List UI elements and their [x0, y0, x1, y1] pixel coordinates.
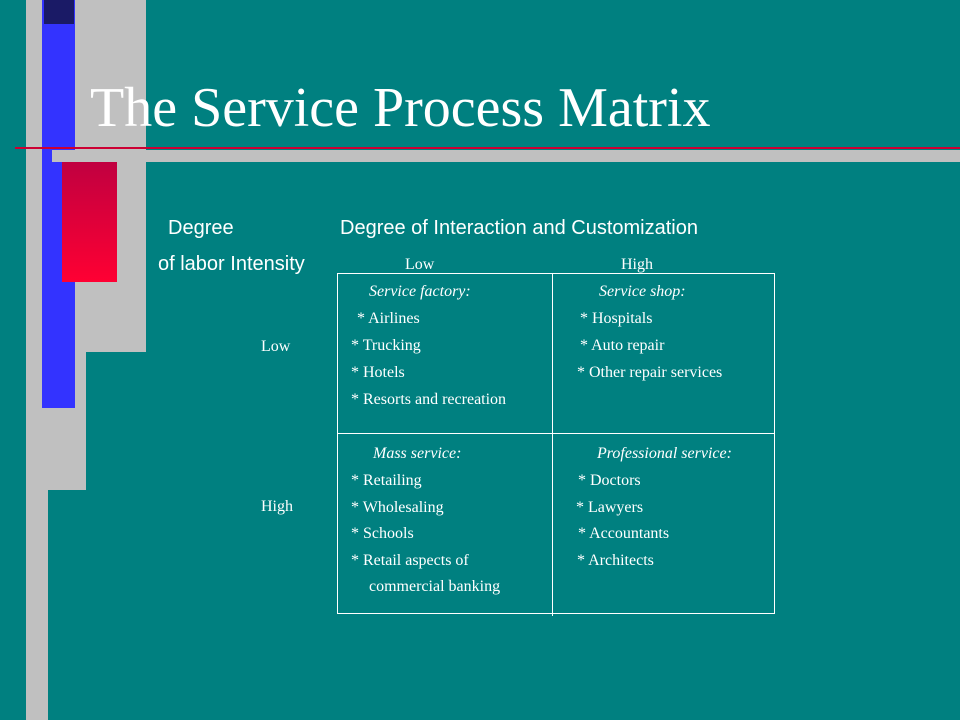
row-axis-label-intensity: of labor Intensity: [158, 253, 305, 275]
matrix-border-right: [774, 273, 775, 614]
matrix-border-top: [337, 273, 775, 274]
service-shop-heading: Service shop:: [599, 283, 686, 300]
row-low-label: Low: [261, 338, 291, 355]
column-axis-label: Degree of Interaction and Customization: [340, 217, 698, 239]
list-item: * Retail aspects of: [351, 552, 469, 569]
professional-service-heading: Professional service:: [597, 445, 732, 462]
matrix-divider-vertical: [552, 273, 553, 616]
matrix-border-left: [337, 273, 338, 614]
title-underline-red: [15, 147, 960, 149]
column-high-label: High: [621, 256, 653, 273]
list-item: * Resorts and recreation: [351, 391, 507, 408]
column-low-label: Low: [405, 256, 435, 273]
title-underline-gray: [52, 150, 960, 162]
list-item: * Lawyers: [576, 499, 644, 516]
list-item: * Schools: [351, 525, 414, 542]
list-item: * Trucking: [351, 337, 421, 354]
list-item: commercial banking: [369, 578, 501, 595]
decor-red-block: [62, 162, 117, 282]
list-item: * Auto repair: [580, 337, 665, 354]
matrix-border-bottom: [337, 613, 775, 614]
list-item: * Retailing: [351, 472, 422, 489]
service-factory-heading: Service factory:: [369, 283, 471, 300]
list-item: * Accountants: [578, 525, 670, 542]
mass-service-heading: Mass service:: [373, 445, 462, 462]
list-item: * Other repair services: [577, 364, 723, 381]
list-item: * Architects: [577, 552, 654, 569]
list-item: * Hotels: [351, 364, 405, 381]
matrix-divider-horizontal: [337, 433, 775, 434]
row-high-label: High: [261, 498, 293, 515]
list-item: * Wholesaling: [351, 499, 444, 516]
list-item: * Doctors: [578, 472, 641, 489]
decor-teal-notch: [75, 0, 145, 150]
list-item: * Airlines: [357, 310, 420, 327]
row-axis-label-degree: Degree: [168, 217, 234, 239]
slide-title: The Service Process Matrix: [90, 77, 711, 139]
list-item: * Hospitals: [580, 310, 653, 327]
decor-navy-square: [44, 0, 74, 24]
